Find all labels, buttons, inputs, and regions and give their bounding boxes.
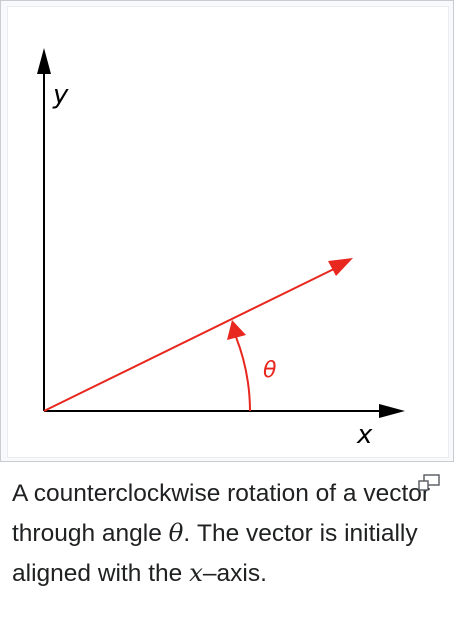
- angle-arc: [235, 336, 251, 412]
- caption-text-2: . The vector is initially aligned with t…: [12, 520, 418, 587]
- caption-x: x: [189, 558, 203, 587]
- y-axis-label: y: [52, 80, 69, 110]
- figure-canvas: [7, 6, 449, 458]
- caption-text-1: A counterclockwise rotation of a vector …: [12, 480, 431, 547]
- x-axis-arrowhead: [379, 404, 405, 418]
- caption-theta: θ: [168, 518, 184, 547]
- angle-arc-arrowhead: [227, 320, 246, 340]
- rotated-vector: [43, 266, 339, 412]
- angle-label: θ: [263, 358, 277, 383]
- x-axis-label: x: [356, 420, 373, 450]
- rotation-diagram: y x θ: [37, 48, 405, 450]
- figure-caption: A counterclockwise rotation of a vector …: [12, 474, 452, 593]
- figure-frame: [0, 0, 454, 462]
- caption-text-3: –axis.: [202, 560, 267, 587]
- vector-arrowhead: [328, 258, 353, 276]
- magnify-clip-icon[interactable]: [418, 474, 440, 492]
- y-axis-arrowhead: [37, 48, 51, 74]
